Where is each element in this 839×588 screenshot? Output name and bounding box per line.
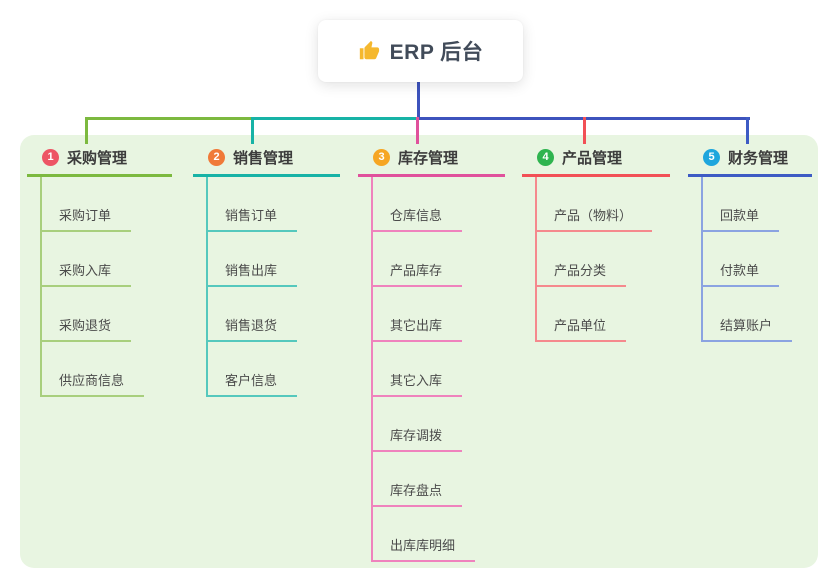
child-label: 结算账户 [720,318,773,333]
branch-drop-line [85,117,88,144]
child-label: 库存盘点 [390,483,443,498]
branch-drop-line [251,117,254,144]
root-title: ERP 后台 [389,41,484,64]
child-label: 采购订单 [59,208,112,223]
child-label: 回款单 [720,208,760,223]
child-label: 仓库信息 [390,208,443,223]
child-label: 付款单 [720,263,760,278]
child-label: 供应商信息 [59,373,125,388]
branch-label: 产品管理 [562,150,623,167]
child-node[interactable]: 产品库存 [373,232,463,287]
child-node[interactable]: 销售订单 [208,177,298,232]
branch-label: 财务管理 [728,150,789,167]
connector-bus-segment [85,117,253,120]
branch-header[interactable]: 4 产品管理 [522,147,670,177]
branch-children: 采购订单采购入库采购退货供应商信息 [40,177,145,397]
root-node[interactable]: ERP 后台 [318,20,523,82]
child-node[interactable]: 产品单位 [537,287,627,342]
child-node[interactable]: 其它出库 [373,287,463,342]
child-label: 出库库明细 [390,538,456,553]
branch-number-badge: 4 [537,149,554,166]
child-node[interactable]: 客户信息 [208,342,298,397]
branch-header[interactable]: 2 销售管理 [193,147,340,177]
branches-panel [20,135,818,568]
child-node[interactable]: 采购订单 [42,177,132,232]
branch-number-badge: 5 [703,149,720,166]
child-node[interactable]: 采购入库 [42,232,132,287]
branch-children: 销售订单销售出库销售退货客户信息 [206,177,298,397]
child-node[interactable]: 供应商信息 [42,342,145,397]
branch-header[interactable]: 1 采购管理 [27,147,172,177]
child-label: 销售退货 [225,318,278,333]
branch-number-badge: 2 [208,149,225,166]
branch-header[interactable]: 3 库存管理 [358,147,505,177]
child-label: 销售订单 [225,208,278,223]
child-label: 其它出库 [390,318,443,333]
branch-drop-line [416,117,419,144]
child-node[interactable]: 销售出库 [208,232,298,287]
child-node[interactable]: 销售退货 [208,287,298,342]
connector-bus-segment [253,117,417,120]
child-node[interactable]: 库存盘点 [373,452,463,507]
branch-purchase-management: 1 采购管理 采购订单采购入库采购退货供应商信息 [27,147,172,397]
root-connector-line [417,82,420,120]
child-label: 销售出库 [225,263,278,278]
child-label: 采购退货 [59,318,112,333]
child-label: 产品单位 [554,318,607,333]
branch-drop-line [746,117,749,144]
child-label: 采购入库 [59,263,112,278]
branch-header[interactable]: 5 财务管理 [688,147,812,177]
branch-label: 采购管理 [67,150,128,167]
child-label: 产品分类 [554,263,607,278]
child-node[interactable]: 库存调拨 [373,397,463,452]
child-node[interactable]: 产品（物料） [537,177,653,232]
child-node[interactable]: 采购退货 [42,287,132,342]
child-label: 库存调拨 [390,428,443,443]
child-label: 其它入库 [390,373,443,388]
child-node[interactable]: 其它入库 [373,342,463,397]
branch-sales-management: 2 销售管理 销售订单销售出库销售退货客户信息 [193,147,340,397]
branch-number-badge: 3 [373,149,390,166]
branch-children: 产品（物料） 产品分类产品单位 [535,177,653,342]
branch-inventory-management: 3 库存管理 仓库信息产品库存其它出库其它入库库存调拨库存盘点出库库明细 [358,147,505,562]
branch-product-management: 4 产品管理 产品（物料） 产品分类产品单位 [522,147,670,342]
child-node[interactable]: 付款单 [703,232,780,287]
child-node[interactable]: 回款单 [703,177,780,232]
branch-number-badge: 1 [42,149,59,166]
branch-label: 销售管理 [233,150,294,167]
child-label: 产品（物料） [554,208,633,223]
branch-label: 库存管理 [398,150,459,167]
branch-children: 仓库信息产品库存其它出库其它入库库存调拨库存盘点出库库明细 [371,177,476,562]
child-node[interactable]: 产品分类 [537,232,627,287]
thumbs-up-icon [358,40,380,62]
child-node[interactable]: 出库库明细 [373,507,476,562]
child-label: 产品库存 [390,263,443,278]
branch-finance-management: 5 财务管理 回款单付款单结算账户 [688,147,812,342]
branch-drop-line [583,117,586,144]
child-label: 客户信息 [225,373,278,388]
branch-children: 回款单付款单结算账户 [701,177,793,342]
child-node[interactable]: 结算账户 [703,287,793,342]
child-node[interactable]: 仓库信息 [373,177,463,232]
